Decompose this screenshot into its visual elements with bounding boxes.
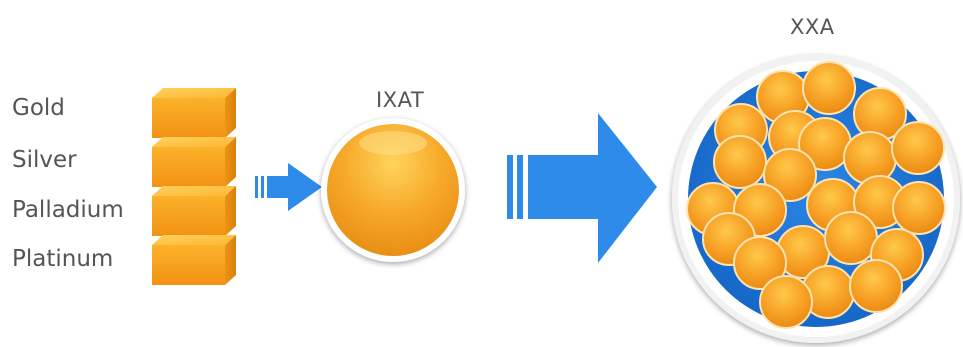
pool-coin-icon (713, 135, 767, 189)
metal-label-platinum: Platinum (12, 246, 114, 272)
pool-coin-icon (892, 181, 946, 235)
pool-coin-icon (824, 211, 878, 265)
pool-coin-icon (843, 131, 897, 185)
ixat-coin-icon (321, 118, 465, 262)
silver-bar-icon (152, 137, 236, 187)
metal-bars-stack (152, 88, 236, 285)
pool-coin-icon (891, 121, 945, 175)
pool-coin-icon (733, 236, 787, 290)
large-arrow-icon (507, 113, 657, 263)
token-title: IXAT (376, 88, 425, 112)
gold-bar-icon (152, 88, 236, 138)
pool-coin-icon (759, 275, 813, 329)
platinum-bar-icon (152, 235, 236, 285)
metal-label-silver: Silver (12, 147, 77, 173)
basket-title: XXA (790, 15, 835, 39)
metal-label-gold: Gold (12, 95, 65, 121)
pool-coin-icon (763, 148, 817, 202)
xxa-pool-icon (672, 55, 960, 343)
pool-coins (686, 61, 946, 329)
pool-coin-icon (802, 61, 856, 115)
metal-label-palladium: Palladium (12, 197, 124, 223)
small-arrow-icon (255, 163, 322, 211)
pool-coin-icon (849, 259, 903, 313)
palladium-bar-icon (152, 186, 236, 236)
